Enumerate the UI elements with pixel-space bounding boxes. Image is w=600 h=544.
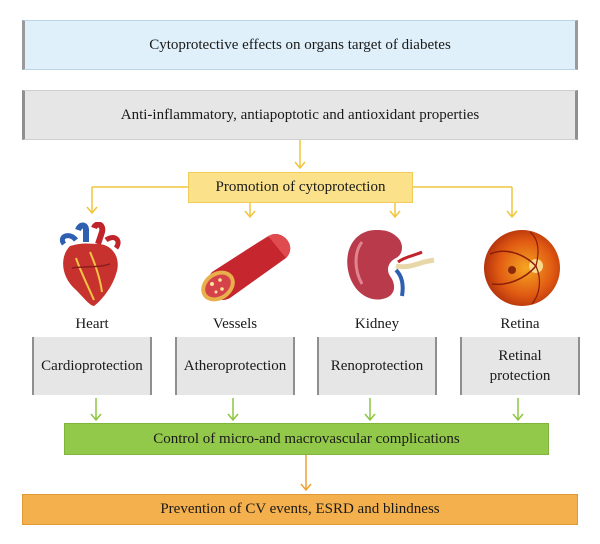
organ-label-heart: Heart: [75, 316, 109, 332]
properties-box: Anti-inflammatory, antiapoptotic and ant…: [22, 90, 578, 140]
protection-text-retina-line1: Retinal: [498, 348, 542, 364]
prevention-box: Prevention of CV events, ESRD and blindn…: [22, 494, 578, 525]
protection-text-kidney: Renoprotection: [330, 358, 424, 374]
retina-icon: [484, 230, 560, 306]
title-box: Cytoprotective effects on organs target …: [22, 20, 578, 70]
properties-text: Anti-inflammatory, antiapoptotic and ant…: [120, 106, 480, 123]
control-box: Control of micro-and macrovascular compl…: [64, 423, 549, 455]
protection-text-vessels: Atheroprotection: [183, 358, 287, 374]
protection-box-kidney: Renoprotection: [317, 337, 437, 395]
promotion-box: Promotion of cytoprotection: [188, 172, 413, 203]
heart-icon: [60, 222, 121, 306]
prevention-text: Prevention of CV events, ESRD and blindn…: [160, 501, 440, 517]
control-text: Control of micro-and macrovascular compl…: [153, 430, 460, 447]
protection-text-retina-line2: protection: [489, 368, 551, 384]
promotion-text: Promotion of cytoprotection: [215, 179, 386, 195]
kidney-icon: [347, 230, 435, 300]
protection-box-retina: Retinal protection: [460, 337, 580, 395]
vessel-icon: [201, 228, 291, 302]
title-text: Cytoprotective effects on organs target …: [149, 36, 451, 53]
organ-label-retina: Retina: [500, 316, 540, 332]
protection-box-vessels: Atheroprotection: [175, 337, 295, 395]
protection-text-heart: Cardioprotection: [41, 358, 143, 374]
protection-box-heart: Cardioprotection: [32, 337, 152, 395]
organ-label-vessels: Vessels: [212, 316, 258, 332]
organ-label-kidney: Kidney: [354, 316, 400, 332]
